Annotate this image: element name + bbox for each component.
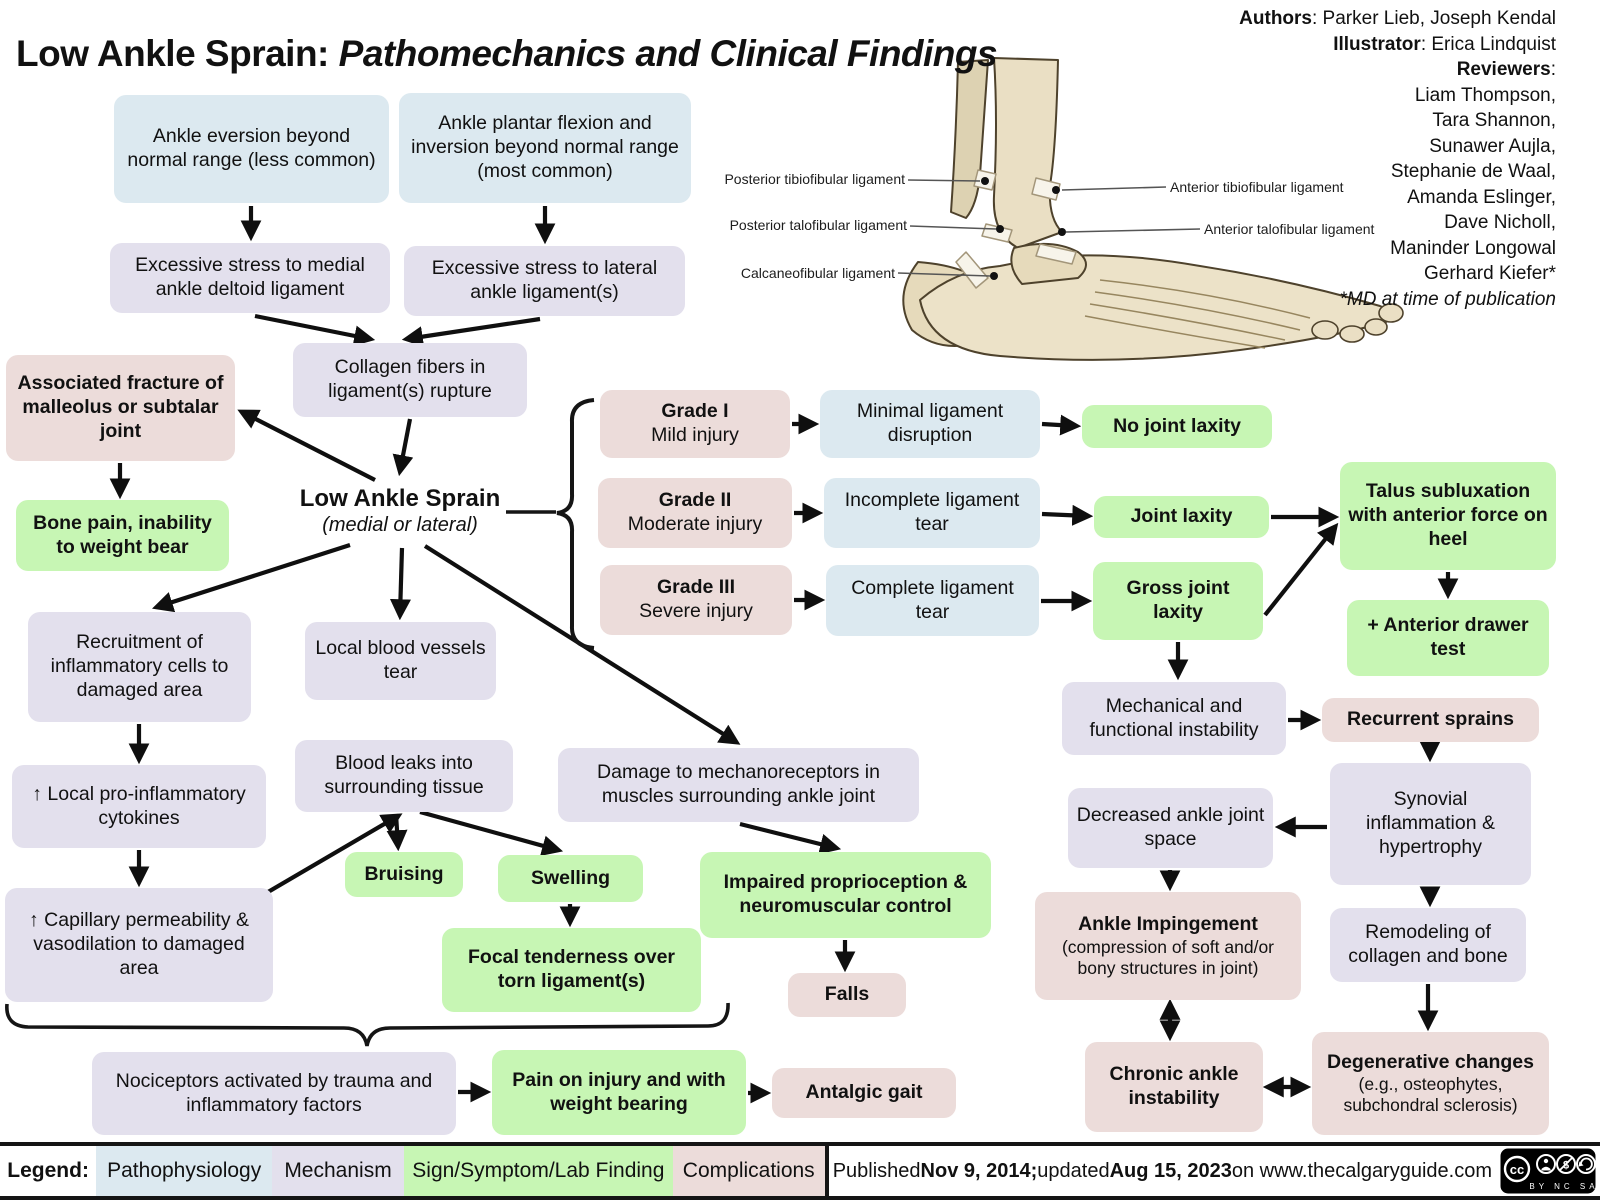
legend-label: Legend: — [7, 1159, 89, 1182]
legend-bar: Legend: Pathophysiology Mechanism Sign/S… — [0, 1142, 1600, 1200]
node-minimal-disruption: Minimal ligament disruption — [820, 390, 1040, 458]
node-bone-pain: Bone pain, inability to weight bear — [16, 500, 229, 571]
svg-text:BY NC SA: BY NC SA — [1529, 1182, 1596, 1191]
node-recurrent-sprains: Recurrent sprains — [1322, 698, 1539, 742]
grouping-braces — [5, 398, 730, 1047]
svg-text:cc: cc — [1510, 1162, 1524, 1177]
node-mechanoreceptor-damage: Damage to mechanoreceptors in muscles su… — [558, 748, 919, 822]
node-stress-medial: Excessive stress to medial ankle deltoid… — [110, 243, 390, 313]
reviewer-name: Amanda Eslinger, — [1407, 186, 1556, 208]
title-italic: Pathomechanics and Clinical Findings — [328, 32, 998, 74]
label-posterior-talofibular: Posterior talofibular ligament — [729, 217, 907, 233]
reviewer-name: Dave Nicholl, — [1444, 212, 1556, 233]
publication-info: Published Nov 9, 2014; updated Aug 15, 2… — [824, 1146, 1496, 1196]
node-no-joint-laxity: No joint laxity — [1082, 405, 1272, 448]
node-focal-tenderness: Focal tenderness over torn ligament(s) — [442, 928, 701, 1012]
ankle-foot-illustration — [897, 57, 1404, 361]
node-antalgic-gait: Antalgic gait — [772, 1068, 956, 1118]
node-associated-fracture: Associated fracture of malleolus or subt… — [6, 355, 235, 461]
legend-item-pathophysiology: Pathophysiology — [96, 1146, 273, 1196]
legend-item-sign-symptom: Sign/Symptom/Lab Finding — [403, 1146, 673, 1196]
node-remodeling: Remodeling of collagen and bone — [1330, 908, 1526, 982]
label-anterior-talofibular: Anterior talofibular ligament — [1204, 221, 1375, 237]
node-collagen-rupture: Collagen fibers in ligament(s) rupture — [293, 343, 527, 417]
page-title: Low Ankle Sprain: Pathomechanics and Cli… — [16, 32, 998, 75]
node-anterior-drawer-test: + Anterior drawer test — [1347, 600, 1549, 676]
node-stress-lateral: Excessive stress to lateral ankle ligame… — [404, 246, 685, 316]
node-swelling: Swelling — [498, 855, 643, 902]
reviewers-heading: Reviewers: — [1456, 59, 1556, 80]
node-recruitment-inflammatory: Recruitment of inflammatory cells to dam… — [28, 612, 251, 722]
node-cytokines: ↑ Local pro-inflammatory cytokines — [12, 765, 266, 848]
node-bruising: Bruising — [345, 852, 463, 897]
label-posterior-tibiofibular: Posterior tibiofibular ligament — [724, 171, 905, 187]
node-gross-joint-laxity: Gross joint laxity — [1093, 562, 1263, 640]
title-main: Low Ankle Sprain: — [16, 32, 329, 74]
node-synovial-inflammation: Synovial inflammation & hypertrophy — [1330, 763, 1531, 885]
node-local-vessels-tear: Local blood vessels tear — [305, 622, 496, 700]
node-mechanical-instability: Mechanical and functional instability — [1062, 682, 1286, 755]
authors-line: Authors: Parker Lieb, Joseph Kendal — [1239, 8, 1556, 29]
reviewer-name: Maninder Longowal — [1390, 237, 1556, 259]
legend-item-mechanism: Mechanism — [272, 1146, 404, 1196]
node-chronic-instability: Chronic ankle instability — [1085, 1042, 1263, 1132]
anatomy-leader-lines — [897, 179, 1201, 277]
illustrator-line: Illustrator: Erica Lindquist — [1333, 33, 1556, 55]
node-complete-tear: Complete ligament tear — [826, 565, 1039, 636]
node-ankle-impingement: Ankle Impingement(compression of soft an… — [1035, 892, 1301, 1000]
node-blood-leaks: Blood leaks into surrounding tissue — [295, 740, 513, 812]
node-impaired-proprioception: Impaired proprioception & neuromuscular … — [700, 852, 991, 938]
node-decreased-joint-space: Decreased ankle joint space — [1068, 788, 1273, 868]
reviewer-name: Stephanie de Waal, — [1390, 161, 1556, 182]
md-note: *MD at time of publication — [1339, 288, 1557, 310]
node-capillary-permeability: ↑ Capillary permeability & vasodilation … — [5, 888, 273, 1002]
node-talus-subluxation: Talus subluxation with anterior force on… — [1340, 462, 1556, 570]
cc-by-nc-sa-icon: cc $ BY NC SA — [1500, 1148, 1596, 1194]
credits-block: Authors: Parker Lieb, Joseph Kendal Illu… — [1196, 6, 1556, 312]
reviewer-name: Tara Shannon, — [1432, 110, 1556, 131]
node-falls: Falls — [788, 973, 906, 1017]
reviewer-name: Sunawer Aujla, — [1429, 135, 1556, 157]
reviewer-name: Liam Thompson, — [1414, 84, 1556, 106]
node-ankle-eversion: Ankle eversion beyond normal range (less… — [114, 95, 389, 203]
reviewer-name: Gerhard Kiefer* — [1423, 263, 1556, 284]
label-anterior-tibiofibular: Anterior tibiofibular ligament — [1170, 179, 1344, 195]
node-degenerative-changes: Degenerative changes(e.g., osteophytes, … — [1312, 1032, 1549, 1135]
node-nociceptors: Nociceptors activated by trauma and infl… — [92, 1052, 456, 1135]
cc-license-badge: cc $ BY NC SA — [1496, 1146, 1600, 1196]
node-low-ankle-sprain: Low Ankle Sprain (medial or lateral) — [299, 485, 501, 537]
svg-text:$: $ — [1563, 1160, 1569, 1172]
legend-item-complications: Complications — [672, 1146, 825, 1196]
label-calcaneofibular: Calcaneofibular ligament — [740, 265, 895, 281]
node-plantar-flexion-inversion: Ankle plantar flexion and inversion beyo… — [399, 93, 691, 203]
anatomy-dots — [981, 177, 1066, 280]
node-pain-weight-bearing: Pain on injury and with weight bearing — [492, 1050, 746, 1135]
node-joint-laxity: Joint laxity — [1094, 496, 1269, 538]
node-incomplete-tear: Incomplete ligament tear — [824, 478, 1040, 548]
